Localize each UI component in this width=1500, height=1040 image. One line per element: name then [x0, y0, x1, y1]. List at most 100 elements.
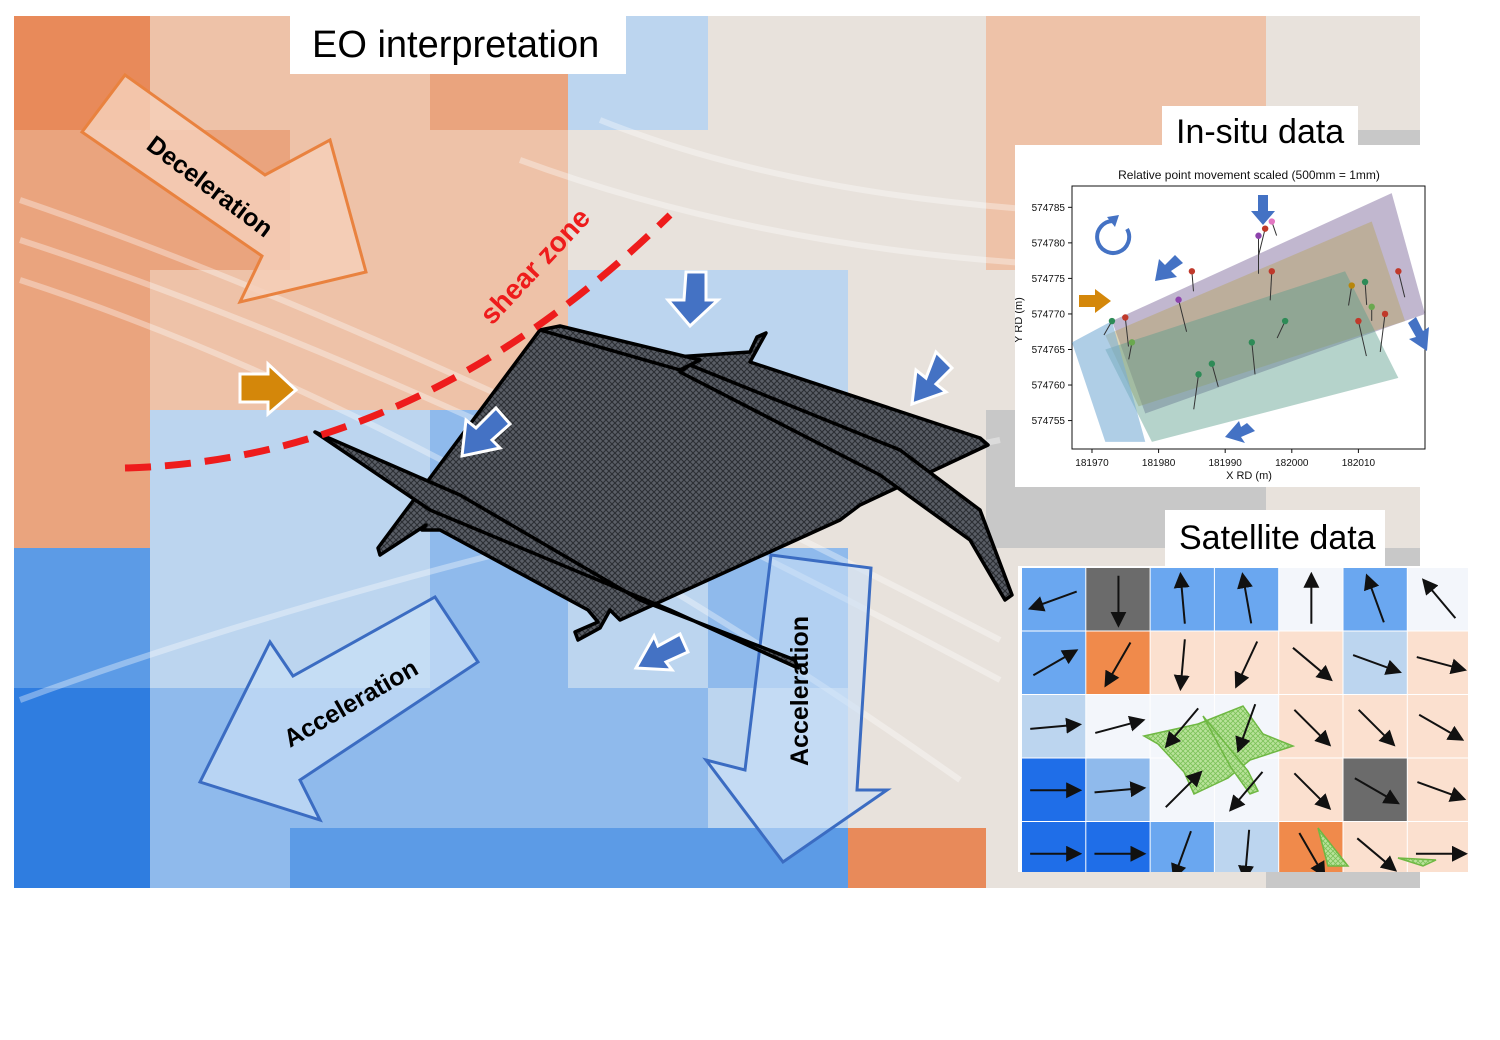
x-tick-label: 181980: [1142, 458, 1176, 469]
acceleration-arrow-right: [702, 553, 892, 865]
movement-vector: [1269, 271, 1273, 301]
shear-zone-line: [124, 212, 673, 472]
movement-vector: [1178, 299, 1188, 332]
displacement-arrow: [1416, 656, 1467, 675]
movement-vector: [1251, 342, 1256, 375]
panel-arrows: [1079, 195, 1429, 443]
data-point: [1248, 339, 1256, 346]
movement-vector: [1193, 374, 1200, 410]
displacement-arrow: [1292, 647, 1333, 682]
eo-tile: [14, 270, 150, 410]
movement-vector: [1258, 228, 1266, 255]
displacement-arrow: [1237, 572, 1253, 624]
deceleration-arrow: [79, 72, 368, 305]
movement-vector: [1124, 317, 1129, 347]
displacement-arrow: [1354, 777, 1400, 805]
data-point: [1361, 278, 1369, 286]
arrow-icon: [1408, 317, 1429, 351]
eo-tile: [14, 548, 150, 688]
displacement-arrow: [1165, 770, 1203, 808]
displacement-arrow: [1171, 830, 1192, 881]
displacement-arrow: [1094, 781, 1147, 798]
eo-tile: [430, 688, 568, 828]
displacement-arrow: [1238, 829, 1254, 882]
y-tick-label: 574785: [1032, 203, 1066, 214]
deformation-patches: [1072, 193, 1425, 442]
orange-arrow: [238, 360, 299, 418]
data-point: [1195, 371, 1202, 378]
eo-tile: [848, 16, 986, 130]
arrow-icon: [1155, 255, 1183, 281]
displacement-arrow: [1298, 832, 1326, 878]
arrow-icon: [664, 270, 722, 329]
data-point: [1175, 296, 1182, 303]
data-point: [1122, 314, 1129, 321]
displacement-arrow: [1173, 571, 1190, 624]
displacement-arrow: [1229, 771, 1264, 812]
movement-vector: [1211, 363, 1219, 387]
y-tick-label: 574780: [1032, 238, 1066, 249]
eo-tile: [848, 130, 986, 270]
data-point: [1188, 268, 1196, 275]
arrow-icon: [1251, 195, 1275, 225]
displacement-arrow: [1104, 641, 1132, 688]
data-point: [1281, 317, 1289, 325]
movement-vector: [1379, 313, 1386, 353]
displacement-arrow: [1293, 709, 1332, 747]
eo-tile: [150, 410, 290, 548]
displacement-arrows: [1027, 571, 1468, 882]
displacement-arrow: [1293, 772, 1332, 811]
eo-tile: [14, 688, 150, 828]
x-tick-label: 181970: [1075, 458, 1109, 469]
small-arrows: [460, 270, 955, 672]
displacement-arrow: [1235, 703, 1257, 754]
y-tick-label: 574775: [1032, 274, 1066, 285]
satellite-title: Satellite data: [1165, 510, 1385, 566]
data-point: [1381, 310, 1389, 318]
displacement-arrow: [1417, 781, 1467, 802]
eo-tile: [290, 270, 430, 410]
x-axis-label: X RD (m): [1226, 470, 1272, 482]
displacement-arrow: [1032, 649, 1079, 677]
data-point: [1355, 317, 1362, 325]
data-point: [1348, 282, 1355, 289]
x-tick-label: 181990: [1209, 458, 1243, 469]
eo-tile: [150, 828, 290, 888]
patch-olive: [1105, 221, 1406, 407]
data-point: [1128, 339, 1136, 346]
arrow-icon: [1079, 289, 1111, 313]
data-point: [1255, 232, 1262, 239]
satellite-grid: [1022, 568, 1472, 885]
insitu-chart-panel: Relative point movement scaled (500mm = …: [1013, 145, 1440, 487]
displacement-arrow: [1357, 709, 1396, 747]
eo-tile: [848, 688, 986, 828]
displacement-arrow: [1234, 641, 1259, 689]
x-tick-label: 182010: [1342, 458, 1376, 469]
y-tick-label: 574760: [1032, 381, 1066, 392]
satellite-cell: [1086, 822, 1150, 885]
movement-vector: [1357, 320, 1367, 357]
eo-tile: [986, 16, 1126, 130]
measurement-points: [1103, 218, 1406, 410]
displacement-arrow: [1164, 707, 1199, 749]
eo-tile: [708, 130, 848, 270]
movement-vector: [1397, 271, 1406, 298]
y-tick-label: 574770: [1032, 309, 1066, 320]
displacement-arrow: [1027, 590, 1078, 612]
displacement-arrow: [1173, 639, 1190, 692]
displacement-arrow: [1095, 715, 1146, 734]
y-ticks: 5747855747805747755747705747655747605747…: [1032, 203, 1072, 427]
displacement-arrow: [1418, 713, 1465, 741]
satellite-cell: [1343, 822, 1407, 885]
data-point: [1108, 317, 1116, 325]
satellite-cell: [1022, 822, 1086, 885]
movement-vector: [1364, 281, 1368, 305]
arrow-icon: [633, 631, 690, 672]
data-point: [1268, 218, 1276, 225]
data-point: [1368, 303, 1375, 311]
eo-tile: [568, 688, 708, 828]
eo-tile: [848, 828, 986, 888]
data-point: [1268, 268, 1276, 275]
displacement-arrow: [1364, 573, 1385, 623]
